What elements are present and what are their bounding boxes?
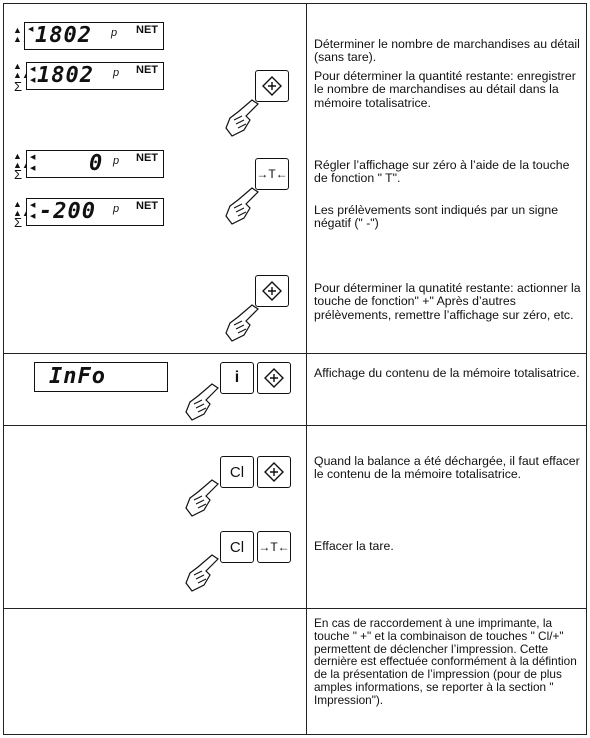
step-text: Affichage du contenu de la mémoire total… [314, 366, 580, 380]
pressing-hand-icon [225, 304, 259, 342]
sum-display: ◀ ◀ -200 p NET [26, 198, 164, 226]
plus-key[interactable] [257, 362, 291, 394]
pile-icon: ▲▲▲ [13, 61, 31, 80]
step-text: Déterminer le nombre de marchandises au … [314, 37, 580, 65]
diamond-plus-icon [262, 281, 282, 301]
sigma-icon: Σ [14, 79, 23, 94]
sigma-icon: Σ [14, 215, 23, 230]
diamond-plus-icon [262, 76, 282, 96]
plus-key[interactable] [255, 275, 289, 307]
row-divider [3, 425, 587, 426]
weight-display: ◀ 1802 p NET [24, 22, 164, 50]
sum-display: ◀ ◀ 1802 p NET [26, 62, 164, 90]
pressing-hand-icon [225, 187, 259, 225]
diamond-plus-icon [264, 462, 284, 482]
tare-key[interactable]: →T← [255, 158, 289, 190]
pressing-hand-icon [225, 99, 259, 137]
info-key[interactable]: i [220, 362, 254, 394]
pressing-hand-icon [185, 554, 219, 592]
clear-key[interactable]: Cl [220, 531, 254, 563]
table-frame [3, 3, 587, 735]
pressing-hand-icon [185, 479, 219, 517]
step-text: Pour déterminer la quantité restante: en… [314, 69, 576, 110]
step-text: Quand la balance a été déchargée, il fau… [314, 454, 580, 482]
pressing-hand-icon [185, 383, 219, 421]
sum-display: ◀ ◀ 0 p NET [26, 150, 164, 178]
row-divider [3, 608, 587, 609]
step-text: En cas de raccordement à une imprimante,… [314, 616, 577, 707]
step-text: Effacer la tare. [314, 539, 394, 553]
step-text: Les prélèvements sont indiqués par un si… [314, 203, 559, 231]
tare-key[interactable]: →T← [257, 531, 291, 563]
plus-key[interactable] [257, 456, 291, 488]
pile-icon: ▲▲▲ [13, 199, 31, 218]
pile-icon: ▲▲▲ [13, 25, 31, 44]
pile-icon: ▲▲▲ [13, 151, 31, 170]
sigma-icon: Σ [14, 167, 23, 182]
step-text: Pour déterminer la qunatité restante: ac… [314, 281, 581, 322]
info-display: InFo [34, 362, 168, 392]
row-divider [3, 353, 587, 354]
diamond-plus-icon [264, 368, 284, 388]
plus-key[interactable] [255, 70, 289, 102]
clear-key[interactable]: Cl [220, 456, 254, 488]
column-divider [306, 3, 307, 735]
step-text: Régler l’affichage sur zéro à l’aide de … [314, 158, 570, 186]
